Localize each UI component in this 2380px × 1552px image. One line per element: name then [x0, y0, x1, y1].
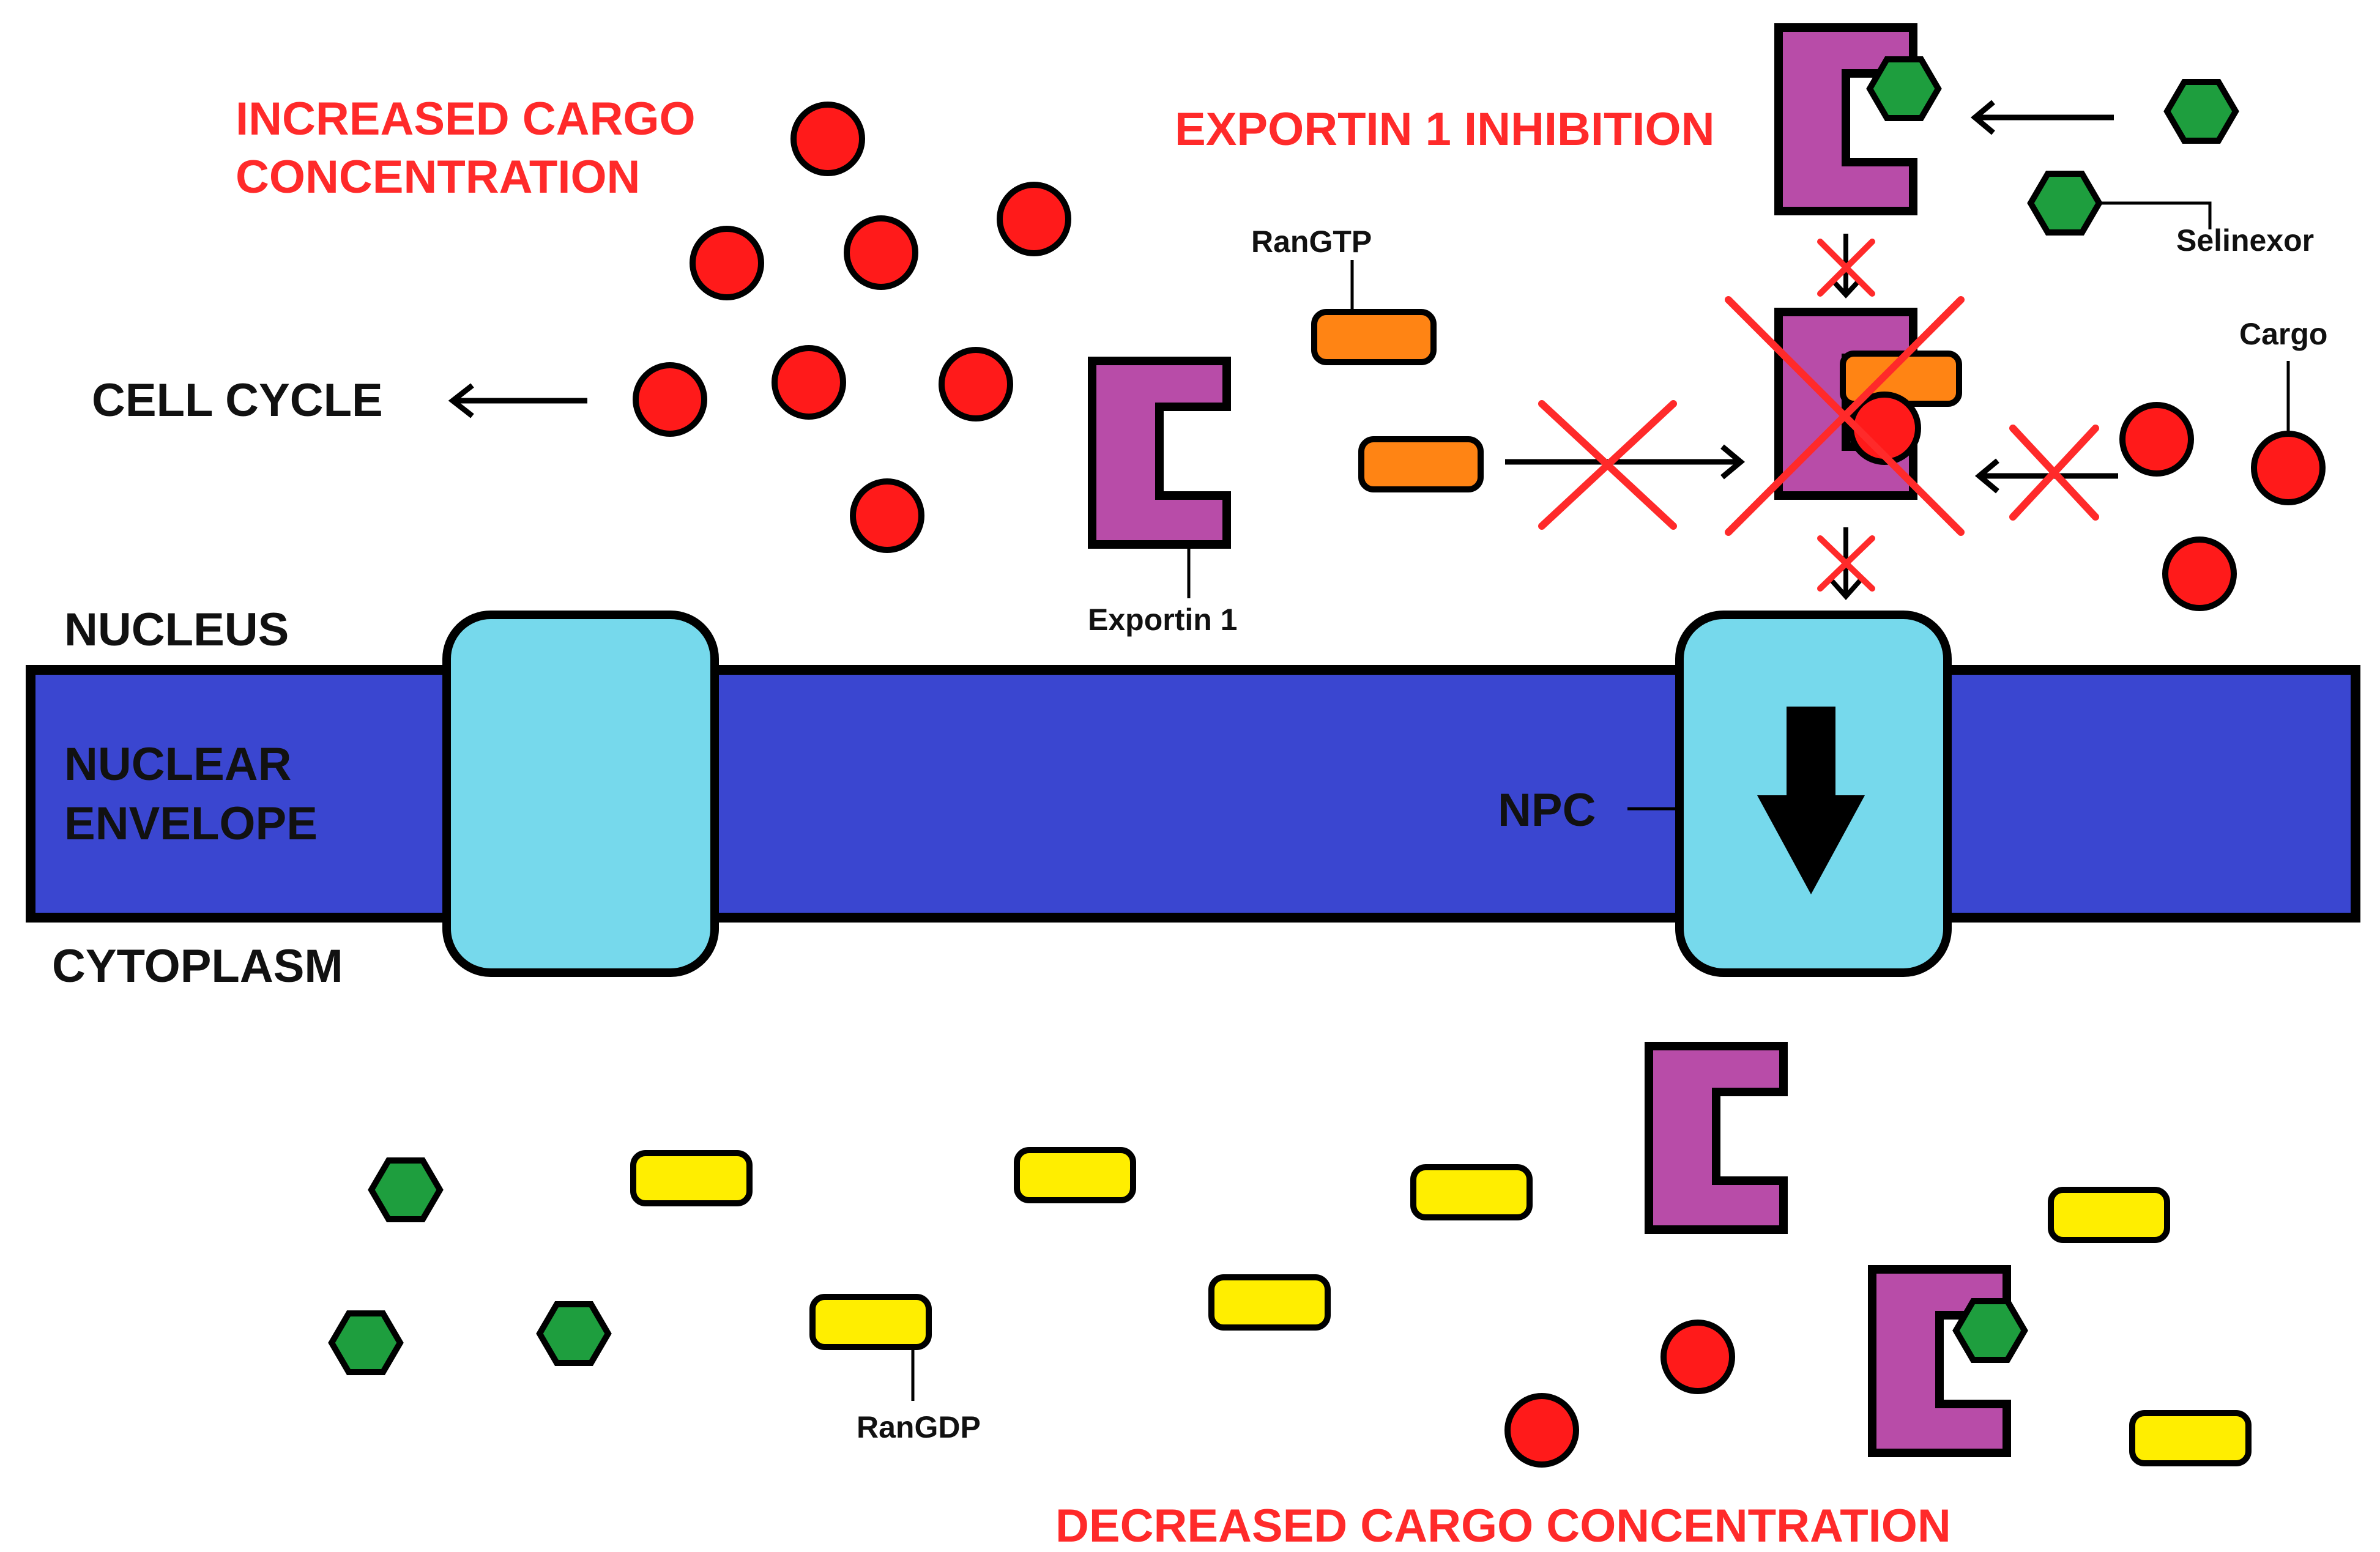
export-direction-arrow — [1757, 707, 1865, 894]
complex-cargo — [1848, 392, 1921, 465]
heading-increased-cargo-line1: INCREASED CARGO — [236, 93, 696, 145]
rangdp-molecule — [809, 1294, 932, 1350]
nuclear-cargo-cluster — [633, 102, 1071, 553]
selinexor-leader-line — [2099, 201, 2212, 229]
inhibited-complex-arrow-lower — [1817, 527, 1875, 601]
block-mark-cargo — [2009, 425, 2099, 521]
label-cytoplasm: CYTOPLASM — [52, 940, 343, 992]
rangdp-molecule — [630, 1150, 753, 1206]
cargo-molecule — [633, 362, 707, 437]
rangdp-molecule — [1410, 1164, 1533, 1220]
label-nucleus: NUCLEUS — [64, 604, 289, 656]
cargo-molecule — [939, 347, 1013, 421]
block-mark-complex — [1725, 296, 1965, 536]
cargo-molecule — [790, 102, 865, 176]
selinexor-molecule — [2031, 174, 2099, 232]
rangdp-molecule — [1014, 1147, 1136, 1203]
label-rangdp: RanGDP — [857, 1410, 981, 1444]
cargo-molecule — [2162, 537, 2237, 611]
label-nuclear-envelope-line1: NUCLEAR — [64, 738, 292, 790]
label-cell-cycle: CELL CYCLE — [92, 374, 383, 426]
heading-decreased-cargo: DECREASED CARGO CONCENTRATION — [1055, 1500, 1951, 1552]
cargo-molecule — [1660, 1320, 1735, 1394]
cargo-molecule — [2251, 431, 2326, 505]
label-selinexor: Selinexor — [2176, 223, 2314, 258]
block-mark-rangtp — [1538, 400, 1677, 530]
free-cargo-group — [2119, 402, 2326, 611]
inhibited-complex-arrow-upper — [1817, 234, 1875, 299]
label-exportin-1: Exportin 1 — [1088, 603, 1237, 637]
rangdp-group — [630, 1147, 2252, 1466]
rangtp-molecule — [1311, 309, 1437, 365]
cargo-molecule — [850, 478, 924, 553]
rangtp-molecule — [1358, 436, 1484, 492]
cargo-molecule — [997, 182, 1071, 256]
selinexor-bound-top — [1956, 1301, 2025, 1360]
npc-left — [442, 611, 719, 977]
label-npc: NPC — [1498, 784, 1596, 836]
cargo-molecule — [1504, 1393, 1579, 1468]
cargo-molecule — [2119, 402, 2194, 477]
selinexor-molecule — [2167, 82, 2236, 141]
selinexor-molecule — [371, 1160, 440, 1219]
label-cargo: Cargo — [2239, 317, 2327, 351]
cytoplasm-cargo-group — [1504, 1320, 1735, 1468]
selinexor-molecule — [540, 1304, 608, 1363]
label-rangtp: RanGTP — [1251, 225, 1372, 259]
cargo-molecule — [690, 226, 764, 300]
heading-exportin-inhibition: EXPORTIN 1 INHIBITION — [1175, 103, 1715, 155]
selinexor-molecule — [332, 1313, 400, 1372]
rangdp-molecule — [2129, 1410, 2252, 1466]
exportin-1-free — [1092, 361, 1227, 544]
exportin-1-cytoplasm — [1649, 1046, 1783, 1230]
rangtp-binding-arrow — [1505, 444, 1746, 480]
cargo-molecule — [844, 215, 918, 290]
cargo-molecule — [772, 345, 846, 420]
label-nuclear-envelope-line2: ENVELOPE — [64, 798, 318, 850]
nuclear-envelope — [26, 665, 2360, 923]
rangdp-molecule — [1208, 1274, 1331, 1331]
cell-cycle-arrow — [448, 383, 587, 418]
selinexor-arrow — [1970, 100, 2114, 135]
heading-increased-cargo-line2: CONCENTRATION — [236, 151, 640, 203]
rangdp-molecule — [2048, 1187, 2170, 1243]
selinexor-bound — [1870, 59, 1938, 118]
